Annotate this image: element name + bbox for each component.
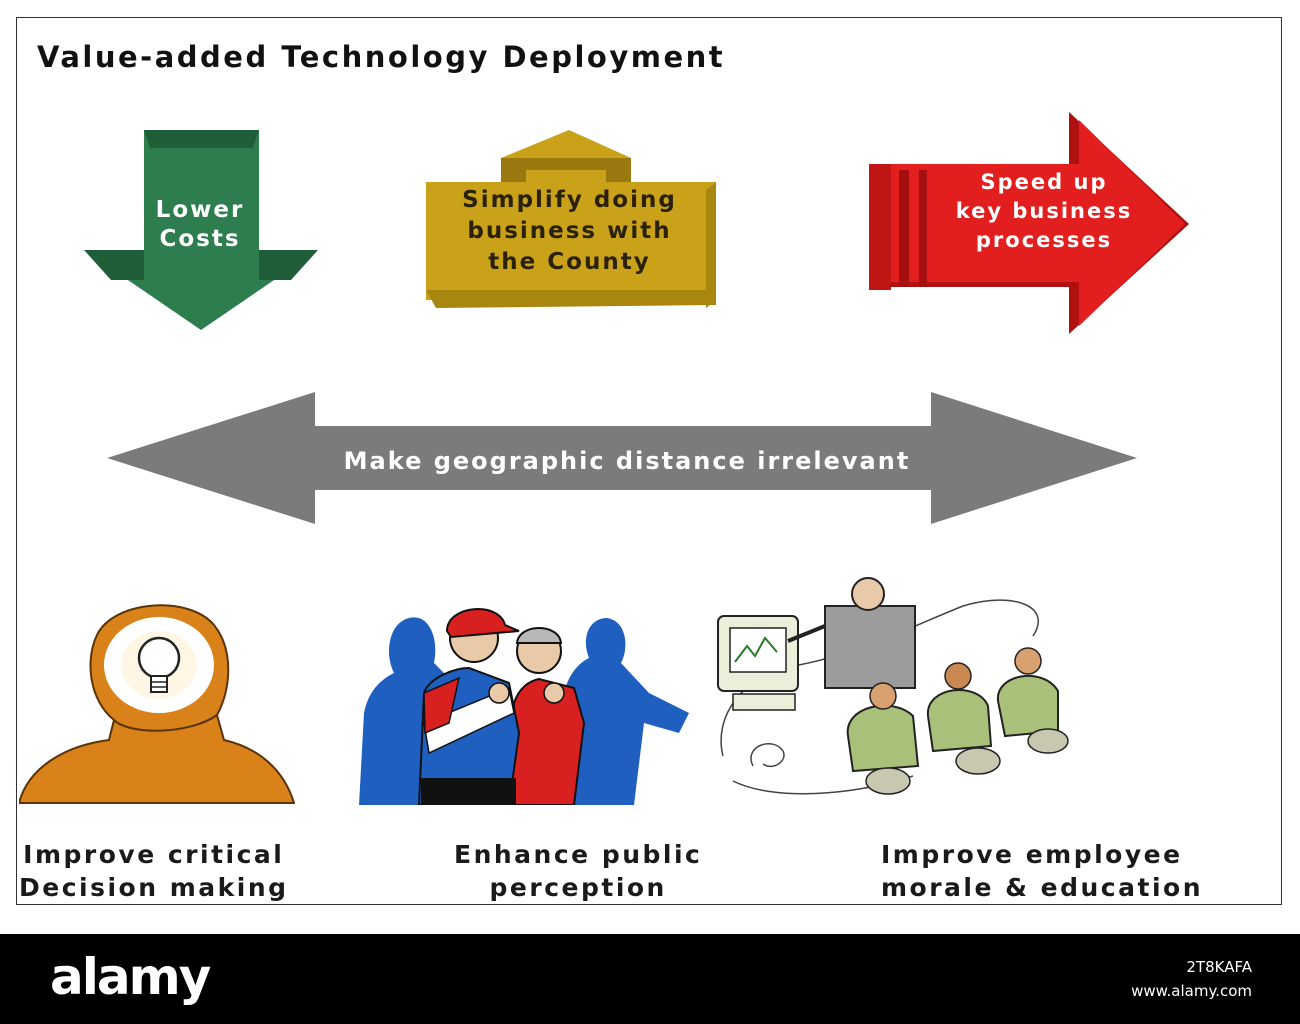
- slide-frame: Value-added Technology Deployment Lower …: [16, 17, 1282, 905]
- lightbulb-head-icon: [19, 604, 295, 804]
- stock-logo: alamy: [50, 948, 211, 1006]
- slide-title: Value-added Technology Deployment: [37, 40, 726, 74]
- lower-costs-label: Lower Costs: [155, 197, 245, 252]
- geographic-label: Make geographic distance irrelevant: [343, 447, 911, 475]
- speed-up-label: Speed up key business processes: [955, 170, 1133, 252]
- caption-public-perception: Enhance public perception: [454, 840, 703, 902]
- lower-costs-arrow: [84, 130, 318, 330]
- caption-employee-morale: Improve employee morale & education: [881, 840, 1203, 902]
- stock-url: www.alamy.com: [1131, 982, 1252, 1000]
- stock-image-id: 2T8KAFA: [1186, 958, 1252, 976]
- caption-decision-making: Improve critical Decision making: [19, 840, 289, 902]
- stock-footer: alamy 2T8KAFA www.alamy.com: [0, 934, 1300, 1024]
- simplify-label: Simplify doing business with the County: [462, 187, 677, 275]
- cheering-crowd-icon: [359, 608, 689, 805]
- speed-up-arrow: [869, 112, 1189, 334]
- training-class-icon: [717, 577, 1069, 795]
- simplify-shape: [426, 130, 716, 308]
- geographic-double-arrow: [107, 392, 1137, 524]
